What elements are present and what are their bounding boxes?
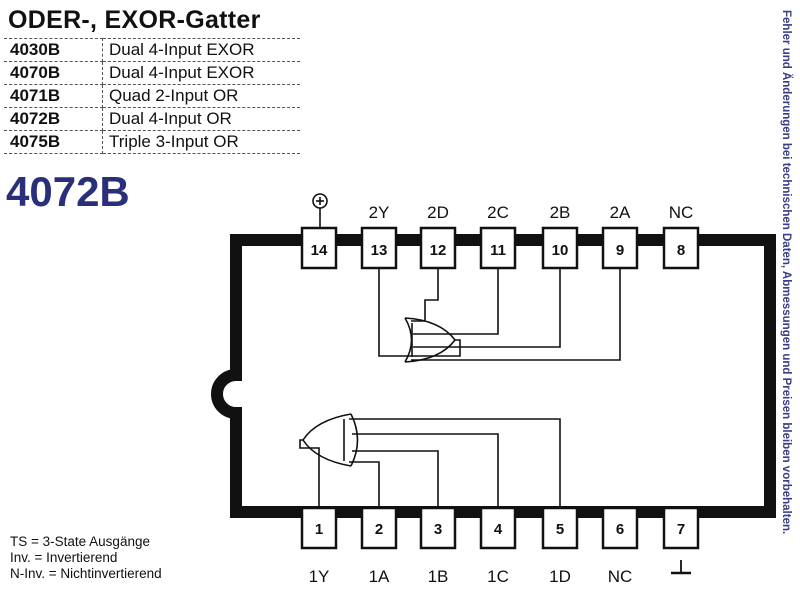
legend-inv: Inv. = Invertierend [10,550,118,565]
pin-label: 1A [369,567,390,586]
pin-number: 2 [375,521,383,538]
part-description: Quad 2-Input OR [102,84,300,108]
pin-number: 4 [494,521,503,538]
pin-4: 4 [479,506,517,550]
pin-number: 8 [677,242,685,259]
pin-number: 11 [490,242,506,259]
pin-label: 2C [487,203,509,222]
pin-label: 2A [610,203,631,222]
pin-8: 8 [662,226,700,270]
pin-number: 10 [552,242,569,259]
ic-body [211,234,776,518]
part-number: 4030B [4,38,103,62]
part-description: Dual 4-Input EXOR [102,38,300,62]
ic-pinout-diagram: 14 13 12 11 10 9 8 2Y 2D 2C 2B 2A NC 1 [211,193,776,586]
table-row: 4030B Dual 4-Input EXOR [4,38,300,62]
disclaimer-note: Fehler und Änderungen bei technischen Da… [780,10,792,535]
pin-12: 12 [419,226,457,270]
pin-number: 6 [616,521,624,538]
pin-7: 7 [662,506,700,550]
legend-ninv: N-Inv. = Nichtinvertierend [10,566,162,581]
pin-number: 12 [430,242,447,259]
table-row: 4075B Triple 3-Input OR [4,130,300,154]
table-row: 4070B Dual 4-Input EXOR [4,61,300,85]
gate-2-wiring [378,268,621,361]
pin-label: 1B [428,567,449,586]
pin-label: 1C [487,567,509,586]
pin-label: NC [669,203,694,222]
pin-number: 7 [677,521,685,538]
pin-number: 9 [616,242,624,259]
page-title: ODER-, EXOR-Gatter [8,6,261,34]
pin-14: 14 [300,226,338,270]
pin-label: 2D [427,203,449,222]
vcc-symbol-icon [312,193,328,228]
pin-number: 1 [315,521,323,538]
pin-number: 13 [371,242,388,259]
pin-2: 2 [360,506,398,550]
chip-number: 4072B [6,168,130,215]
pin-number: 3 [434,521,442,538]
pin-9: 9 [601,226,639,270]
pin-10: 10 [541,226,579,270]
pin-label: 1D [549,567,571,586]
pin-6: 6 [601,506,639,550]
part-number: 4072B [4,107,103,131]
part-description: Triple 3-Input OR [102,130,300,154]
pin-3: 3 [419,506,457,550]
part-table: 4030B Dual 4-Input EXOR 4070B Dual 4-Inp… [4,38,300,154]
pin-label: 2B [550,203,571,222]
pin-11: 11 [479,226,517,270]
pin-number: 5 [556,521,564,538]
pin-5: 5 [541,506,579,550]
legend-ts: TS = 3-State Ausgänge [10,534,150,549]
ground-symbol-icon [671,560,691,575]
part-number: 4071B [4,84,103,108]
pin-1: 1 [300,506,338,550]
table-row: 4072B Dual 4-Input OR [4,107,300,131]
pin-number: 14 [311,242,328,259]
pin-label: 1Y [309,567,330,586]
gate-1-wiring [299,418,561,508]
part-description: Dual 4-Input OR [102,107,300,131]
table-row: 4071B Quad 2-Input OR [4,84,300,108]
part-number: 4075B [4,130,103,154]
pin-label: 2Y [369,203,390,222]
pin-13: 13 [360,226,398,270]
pin-label: NC [608,567,633,586]
legend: TS = 3-State Ausgänge Inv. = Invertieren… [10,534,162,582]
